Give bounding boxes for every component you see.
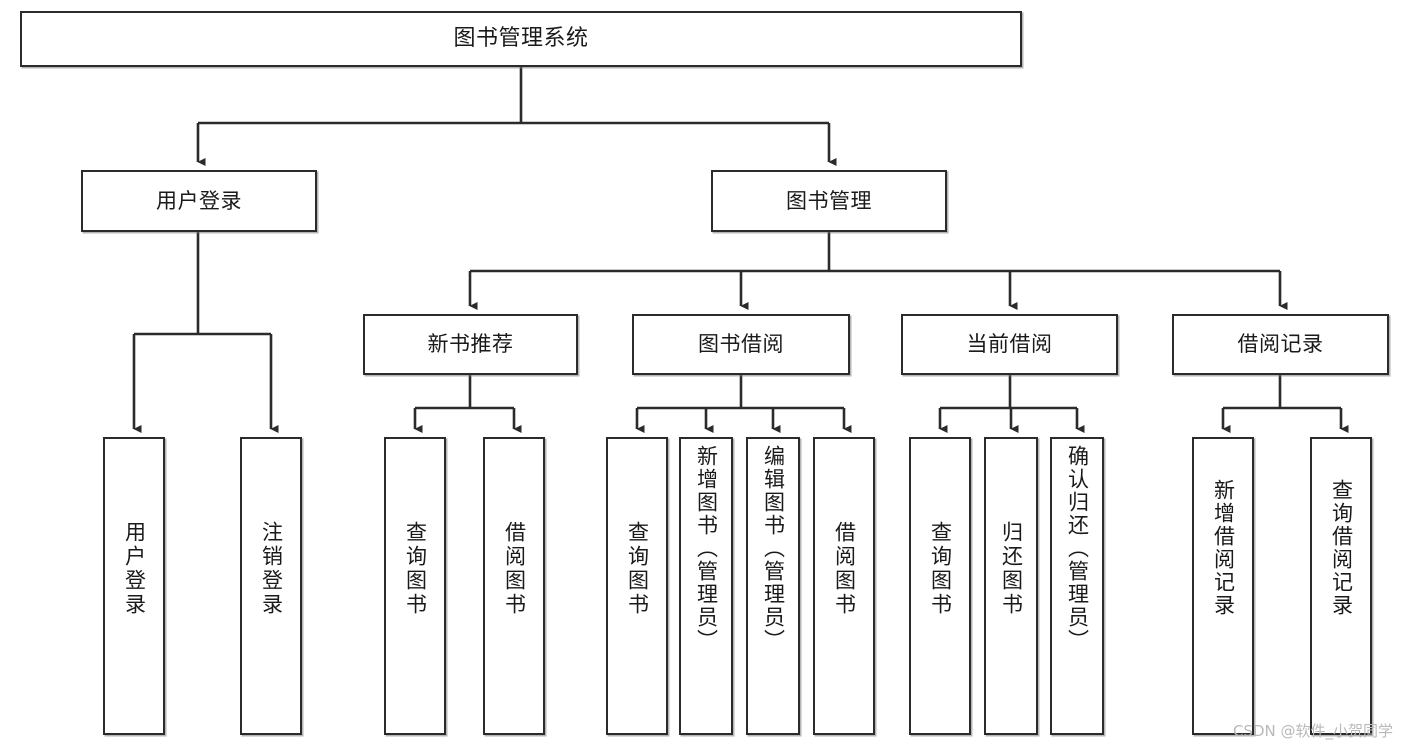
leaf-query-book-borrow[interactable]: 查询图书 xyxy=(606,437,668,735)
leaf-confirm-return-admin[interactable]: 确认归还（管理员） xyxy=(1050,437,1104,735)
leaf-query-book-recommend-label: 查询图书 xyxy=(403,521,428,617)
node-borrow-record-label: 借阅记录 xyxy=(1237,332,1324,357)
leaf-lend-book-label: 借阅图书 xyxy=(832,521,857,617)
leaf-edit-book-admin[interactable]: 编辑图书（管理员） xyxy=(746,437,800,735)
node-root-label: 图书管理系统 xyxy=(453,26,589,52)
leaf-edit-book-admin-label: 编辑图书（管理员） xyxy=(761,445,786,652)
leaf-logout-label: 注销登录 xyxy=(259,521,284,617)
node-current-borrow[interactable]: 当前借阅 xyxy=(901,314,1118,375)
leaf-add-book-admin-label: 新增图书（管理员） xyxy=(694,445,719,652)
leaf-logout[interactable]: 注销登录 xyxy=(240,437,302,735)
leaf-query-book-recommend[interactable]: 查询图书 xyxy=(384,437,446,735)
leaf-return-book[interactable]: 归还图书 xyxy=(984,437,1038,735)
leaf-add-book-admin[interactable]: 新增图书（管理员） xyxy=(679,437,733,735)
node-user-login-label: 用户登录 xyxy=(156,188,242,213)
node-book-management-label: 图书管理 xyxy=(786,188,872,213)
leaf-user-login[interactable]: 用户登录 xyxy=(103,437,165,735)
node-root[interactable]: 图书管理系统 xyxy=(20,11,1022,67)
node-book-borrow[interactable]: 图书借阅 xyxy=(632,314,850,375)
node-new-book-recommend[interactable]: 新书推荐 xyxy=(363,314,578,375)
leaf-add-borrow-record[interactable]: 新增借阅记录 xyxy=(1192,437,1254,735)
leaf-return-book-label: 归还图书 xyxy=(999,521,1024,617)
leaf-borrow-book-recommend-label: 借阅图书 xyxy=(502,521,527,617)
leaf-confirm-return-admin-label: 确认归还（管理员） xyxy=(1065,445,1090,652)
leaf-borrow-book-recommend[interactable]: 借阅图书 xyxy=(483,437,545,735)
node-book-borrow-label: 图书借阅 xyxy=(698,332,784,357)
leaf-query-book-current-label: 查询图书 xyxy=(928,521,953,617)
leaf-lend-book[interactable]: 借阅图书 xyxy=(813,437,875,735)
leaf-query-book-current[interactable]: 查询图书 xyxy=(909,437,971,735)
node-user-login[interactable]: 用户登录 xyxy=(81,170,317,232)
watermark: CSDN @软件_小贺同学 xyxy=(1232,722,1393,740)
leaf-add-borrow-record-label: 新增借阅记录 xyxy=(1211,479,1236,617)
node-borrow-record[interactable]: 借阅记录 xyxy=(1172,314,1389,375)
leaf-user-login-label: 用户登录 xyxy=(122,521,147,617)
leaf-query-borrow-record[interactable]: 查询借阅记录 xyxy=(1310,437,1372,735)
node-current-borrow-label: 当前借阅 xyxy=(966,332,1053,357)
node-book-management[interactable]: 图书管理 xyxy=(711,170,947,232)
leaf-query-borrow-record-label: 查询借阅记录 xyxy=(1329,479,1354,617)
leaf-query-book-borrow-label: 查询图书 xyxy=(625,521,650,617)
node-new-book-recommend-label: 新书推荐 xyxy=(427,332,514,357)
